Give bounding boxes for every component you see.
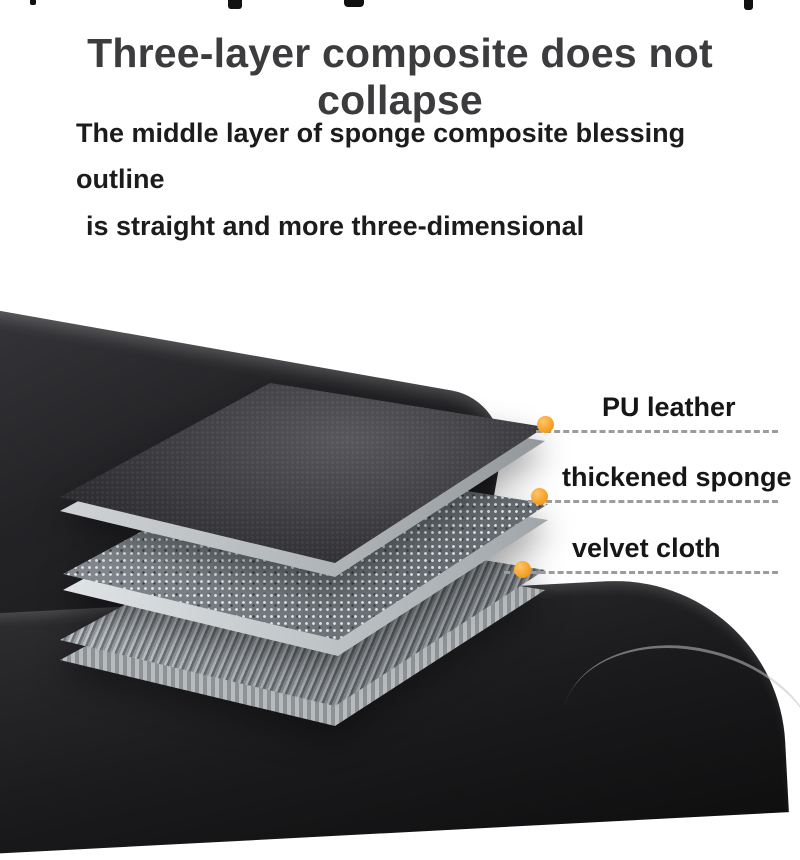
callout-dot-icon — [531, 488, 548, 505]
top-edge-artifact — [30, 0, 36, 5]
subtitle-line-1: The middle layer of sponge composite ble… — [76, 118, 686, 195]
callout-dashed-line — [536, 430, 778, 433]
pu-leather-layer — [55, 375, 555, 577]
callout-dot-icon — [537, 416, 554, 433]
top-edge-artifact — [744, 0, 753, 10]
callout-label: velvet cloth — [572, 533, 721, 563]
callout-dashed-line — [528, 500, 778, 503]
callout-pu-leather: PU leather — [536, 392, 778, 433]
page-subtitle: The middle layer of sponge composite ble… — [76, 110, 756, 249]
callout-velvet-cloth: velvet cloth — [504, 533, 778, 578]
callout-label: thickened sponge — [562, 462, 792, 492]
subtitle-line-2: is straight and more three-dimensional — [86, 210, 585, 241]
top-edge-artifact — [228, 0, 242, 9]
callout-dot-icon — [514, 561, 531, 578]
callout-thickened-sponge: thickened sponge — [528, 462, 792, 505]
top-edge-artifact — [344, 0, 364, 7]
callout-dashed-line — [504, 571, 778, 574]
callout-label: PU leather — [602, 392, 736, 422]
page-title: Three-layer composite does not collapse — [87, 30, 713, 123]
